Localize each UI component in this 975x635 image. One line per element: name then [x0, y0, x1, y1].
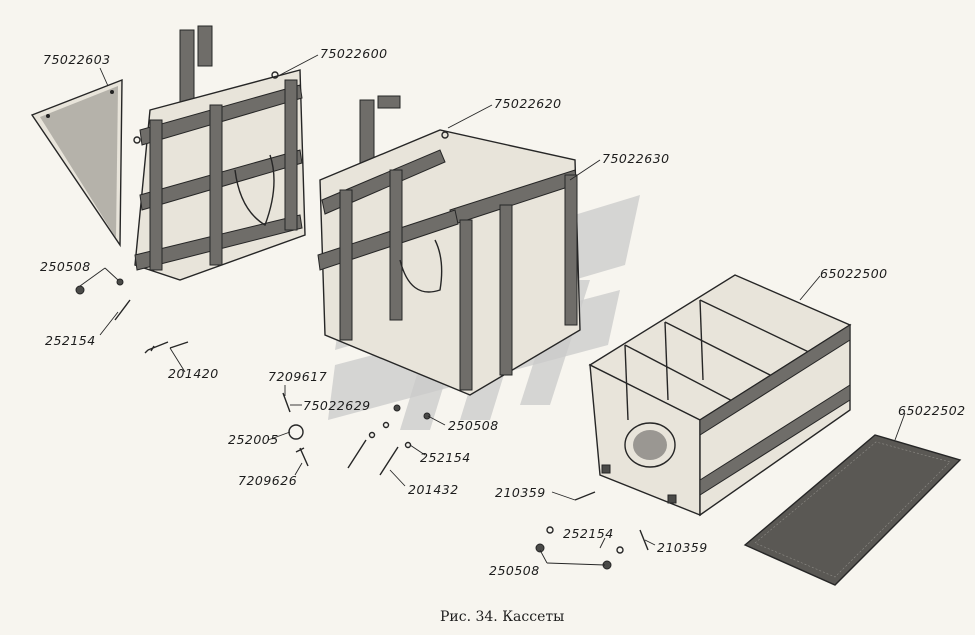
- label-201432: 201432: [408, 482, 459, 497]
- figure-caption: Рис. 34. Кассеты: [440, 609, 564, 625]
- washer-252005: [288, 424, 304, 440]
- label-252154-c: 252154: [563, 526, 614, 541]
- label-65022502: 65022502: [898, 403, 966, 418]
- label-250508-a: 250508: [40, 259, 91, 274]
- bolt-210359-b: [639, 529, 649, 551]
- label-250508-b: 250508: [448, 418, 499, 433]
- bolt-210359-a: [574, 491, 596, 501]
- nut-250508-a: [75, 285, 85, 295]
- label-65022500: 65022500: [820, 266, 888, 281]
- label-7209617: 7209617: [268, 369, 327, 384]
- nut-250508-c: [535, 543, 545, 553]
- bolt-201432-a: [347, 439, 367, 469]
- triangular-plate-75022603: [30, 78, 123, 248]
- hardware-parts: [75, 278, 649, 570]
- label-250508-c: 250508: [489, 563, 540, 578]
- label-75022629: 75022629: [303, 398, 371, 413]
- label-210359-a: 210359: [495, 485, 546, 500]
- screw-201420-a: [144, 341, 169, 354]
- label-210359-b: 210359: [657, 540, 708, 555]
- washer-252154-a: [116, 278, 124, 286]
- bolt-201432-b: [379, 446, 399, 476]
- leader-lines: [79, 54, 906, 566]
- bolt-7209617: [282, 392, 291, 413]
- cassette-box-65022500: [588, 274, 852, 517]
- bolt-a: [114, 299, 131, 321]
- label-201420: 201420: [168, 366, 219, 381]
- label-252154-b: 252154: [420, 450, 471, 465]
- label-75022600: 75022600: [320, 46, 388, 61]
- label-7209626: 7209626: [238, 473, 297, 488]
- mesh-plate-65022502: [743, 434, 962, 586]
- nut-250508-b1: [393, 404, 401, 412]
- label-252005: 252005: [228, 432, 279, 447]
- label-252154-a: 252154: [45, 333, 96, 348]
- wingnut-7209626: [295, 447, 309, 467]
- part-labels: 75022603 75022600 75022620 75022630 6502…: [40, 46, 966, 578]
- cassette-frame-75022620: [317, 95, 581, 396]
- cassette-frame-75022600: [133, 25, 306, 281]
- label-75022620: 75022620: [494, 96, 562, 111]
- label-75022630: 75022630: [602, 151, 670, 166]
- label-75022603: 75022603: [43, 52, 111, 67]
- nut-250508-b2: [423, 412, 431, 420]
